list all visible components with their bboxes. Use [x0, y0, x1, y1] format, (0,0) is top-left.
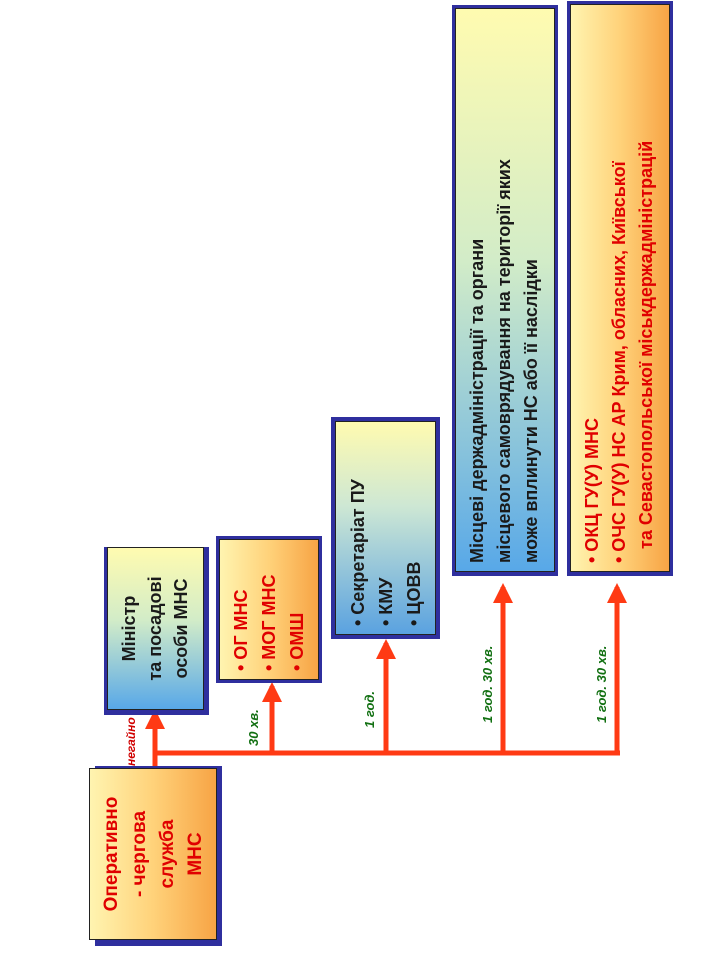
minister-line: особи МНС	[171, 578, 191, 679]
local-line: місцевого самоврядування на території як…	[494, 159, 514, 563]
okc-box: ОКЦ ГУ(У) МНС ОЧС ГУ(У) НС АР Крим, обла…	[570, 4, 670, 572]
secretariat-box: Секретаріат ПУ КМУ ЦОВВ	[335, 421, 436, 635]
time-label-local: 1 год. 30 хв.	[480, 645, 495, 723]
og-item: ОМШ	[283, 548, 311, 671]
time-label-og: 30 хв.	[246, 709, 261, 746]
secretariat-item: Секретаріат ПУ	[344, 430, 372, 626]
og-item: ОГ МНС	[227, 548, 255, 671]
local-box: Місцеві держадміністрації та органи місц…	[455, 8, 555, 572]
time-label-secretariat: 1 год.	[362, 690, 377, 728]
source-line: Оперативно	[101, 796, 122, 912]
okc-item: ОЧС ГУ(У) НС АР Крим, обласних, Київсько…	[606, 13, 633, 563]
secretariat-item: КМУ	[372, 430, 400, 626]
source-line: МНС	[185, 832, 206, 876]
minister-line: Міністр	[119, 595, 139, 662]
og-item: МОГ МНС	[255, 548, 283, 671]
source-line: служба	[157, 819, 178, 889]
okc-item: та Севастопольської міськдержадміністрац…	[636, 140, 656, 549]
time-label-minister: негайно	[124, 717, 138, 766]
local-line: може вплинути НС або її наслідки	[521, 259, 541, 563]
minister-line: та посадові	[145, 576, 165, 681]
minister-box: Міністр та посадові особи МНС	[107, 547, 204, 710]
time-label-okc: 1 год. 30 хв.	[594, 645, 609, 723]
source-line: - чергова	[129, 810, 150, 898]
okc-item: ОКЦ ГУ(У) МНС	[579, 13, 606, 563]
source-box: Оперативно - чергова служба МНС	[89, 768, 217, 940]
local-line: Місцеві держадміністрації та органи	[467, 238, 487, 563]
secretariat-item: ЦОВВ	[400, 430, 428, 626]
og-box: ОГ МНС МОГ МНС ОМШ	[219, 539, 319, 680]
